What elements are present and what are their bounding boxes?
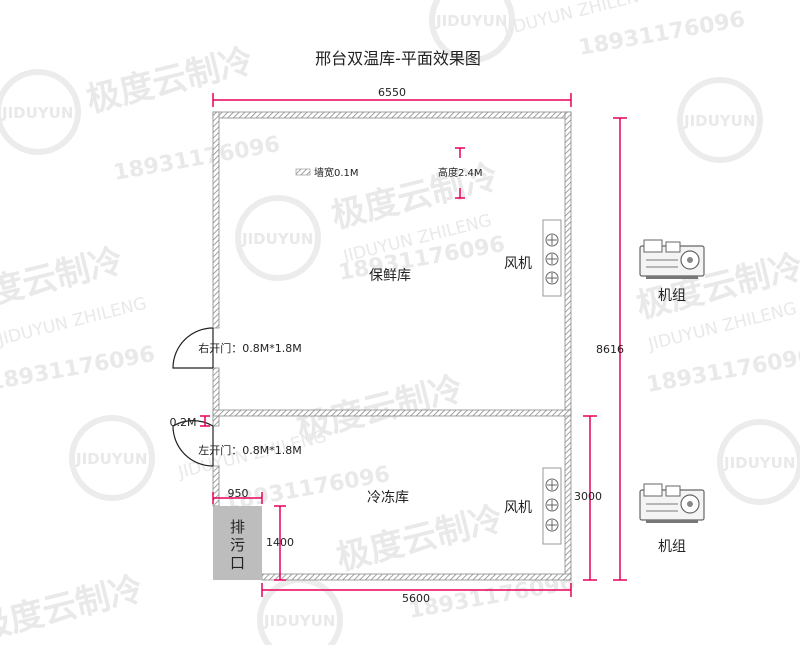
drain-label-1: 排 [230, 518, 245, 536]
walls [212, 111, 572, 581]
fan-unit-freezer [542, 467, 562, 545]
fan-label-fresh: 风机 [504, 256, 532, 272]
watermark-logo: JIDUYUN [69, 415, 155, 501]
wall-right [564, 111, 572, 581]
fan-icon [545, 498, 559, 512]
svg-text:JIDUYUN: JIDUYUN [263, 612, 335, 630]
svg-text:JIDUYUN: JIDUYUN [435, 12, 507, 30]
door-label-right: 右开门：0.8M*1.8M [198, 341, 301, 355]
compressor-unit-icon [639, 239, 705, 279]
svg-text:JIDUYUN: JIDUYUN [683, 112, 755, 130]
watermark-brand: 极度云制冷 [0, 569, 147, 645]
wall-bottom [261, 573, 572, 581]
wall-left-middle [212, 367, 220, 427]
watermark-logo: JIDUYUN [0, 69, 81, 155]
room-label-freezer: 冷冻库 [367, 489, 409, 506]
dim-drain-width-label: 950 [228, 487, 249, 500]
svg-text:JIDUYUN: JIDUYUN [723, 454, 795, 472]
fan-label-freezer: 风机 [504, 500, 532, 516]
compressor-unit-icon [639, 483, 705, 523]
fan-unit-fresh [542, 219, 562, 297]
fan-icon [545, 252, 559, 266]
dim-freezer-height-label: 3000 [574, 490, 602, 503]
svg-text:JIDUYUN: JIDUYUN [1, 104, 73, 122]
dimension-lines [200, 93, 627, 597]
watermark-phone: 18931176096 [0, 342, 157, 396]
dim-total-height-label: 8616 [596, 343, 624, 356]
watermark-logo: JIDUYUN [717, 419, 800, 505]
door-right-open [172, 327, 214, 369]
wall-top [212, 111, 572, 119]
dim-door-gap-label: 0.2M [170, 416, 197, 429]
drain-label-2: 污 [230, 536, 245, 554]
watermark-brand: 极度云制冷 [83, 41, 258, 121]
watermark-logo: JIDUYUN [429, 0, 515, 63]
dim-top-label: 6550 [378, 86, 406, 99]
unit-label-1: 机组 [658, 288, 686, 304]
dim-bottom-label: 5600 [402, 592, 430, 605]
svg-text:JIDUYUN: JIDUYUN [241, 230, 313, 248]
watermark-phone: 18931176096 [112, 132, 282, 186]
watermark-phone: 18931176096 [645, 344, 800, 398]
watermark-logo: JIDUYUN [677, 77, 763, 163]
dim-drain-height-label: 1400 [266, 536, 294, 549]
fan-icon [545, 271, 559, 285]
fan-icon [545, 518, 559, 532]
wall-left-upper [212, 111, 220, 329]
wall-partition [212, 409, 572, 417]
page-title: 邢台双温库-平面效果图 [315, 49, 481, 68]
door-left-open [172, 420, 214, 467]
drain-outlet: 排 污 口 [213, 506, 262, 580]
svg-text:JIDUYUN: JIDUYUN [75, 450, 147, 468]
drain-label-3: 口 [230, 554, 245, 572]
legend-height: 高度2.4M [438, 166, 483, 179]
watermark-logo: JIDUYUN [235, 195, 321, 281]
legend-wall-swatch [295, 168, 311, 176]
unit-label-2: 机组 [658, 539, 686, 555]
wall-left-lower [212, 465, 220, 507]
fan-icon [545, 478, 559, 492]
fan-icon [545, 233, 559, 247]
legend-wall-thickness: 墙宽0.1M [314, 166, 359, 179]
room-label-fresh: 保鲜库 [369, 268, 411, 284]
drain-box [213, 506, 262, 580]
watermark-brand: 极度云制冷 [333, 499, 508, 579]
door-label-left: 左开门：0.8M*1.8M [198, 443, 301, 457]
